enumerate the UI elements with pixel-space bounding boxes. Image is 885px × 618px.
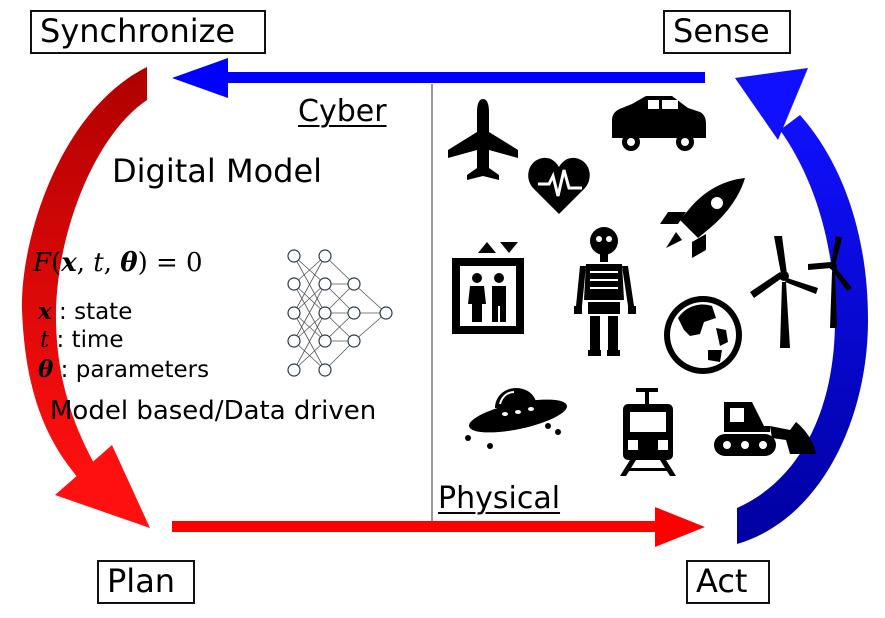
globe-icon <box>664 296 742 374</box>
digital-model-title: Digital Model <box>112 152 323 190</box>
neural-network-icon <box>287 249 393 377</box>
airplane-icon <box>448 99 518 180</box>
sense-to-synchronize-arrow <box>172 58 705 98</box>
equation-rhs: = 0 <box>147 248 203 278</box>
act-label: Act <box>696 562 748 600</box>
sense-box: Sense <box>663 10 791 54</box>
act-to-sense-arrow <box>735 68 868 544</box>
cyber-label: Cyber <box>298 94 387 129</box>
legend-state-text: : state <box>51 299 133 325</box>
equation-state: x <box>61 248 77 278</box>
train-icon <box>620 388 676 476</box>
plan-label: Plan <box>107 562 176 600</box>
plan-box: Plan <box>97 560 195 604</box>
elevator-icon <box>452 242 524 334</box>
skeleton-icon <box>574 227 636 356</box>
synchronize-to-plan-arrow <box>21 67 150 528</box>
ufo-icon <box>465 388 567 449</box>
legend-state-symbol: x <box>38 298 52 325</box>
legend-time-symbol: t <box>40 327 50 353</box>
equation-time: t <box>93 248 104 278</box>
model-equation: F(x, t, θ) = 0 <box>33 248 203 278</box>
wind-turbine-icon <box>750 236 852 348</box>
synchronize-label: Synchronize <box>40 12 236 50</box>
act-box: Act <box>686 560 770 604</box>
legend-time-text: : time <box>49 327 124 353</box>
synchronize-box: Synchronize <box>30 10 266 54</box>
legend-parameters: θ : parameters <box>38 356 209 383</box>
legend-time: t : time <box>40 327 124 353</box>
plan-to-act-arrow <box>172 507 705 547</box>
legend-parameters-symbol: θ <box>38 356 54 383</box>
sense-label: Sense <box>673 12 770 50</box>
legend-parameters-text: : parameters <box>53 357 210 383</box>
rocket-icon <box>660 178 745 258</box>
equation-function: F <box>33 248 52 278</box>
heart-rate-icon <box>528 157 590 214</box>
bulldozer-icon <box>714 402 816 456</box>
legend-state: x : state <box>38 298 132 325</box>
car-icon <box>612 96 706 151</box>
model-approach: Model based/Data driven <box>50 396 377 426</box>
equation-parameters: θ <box>120 248 138 278</box>
physical-label: Physical <box>438 481 561 516</box>
